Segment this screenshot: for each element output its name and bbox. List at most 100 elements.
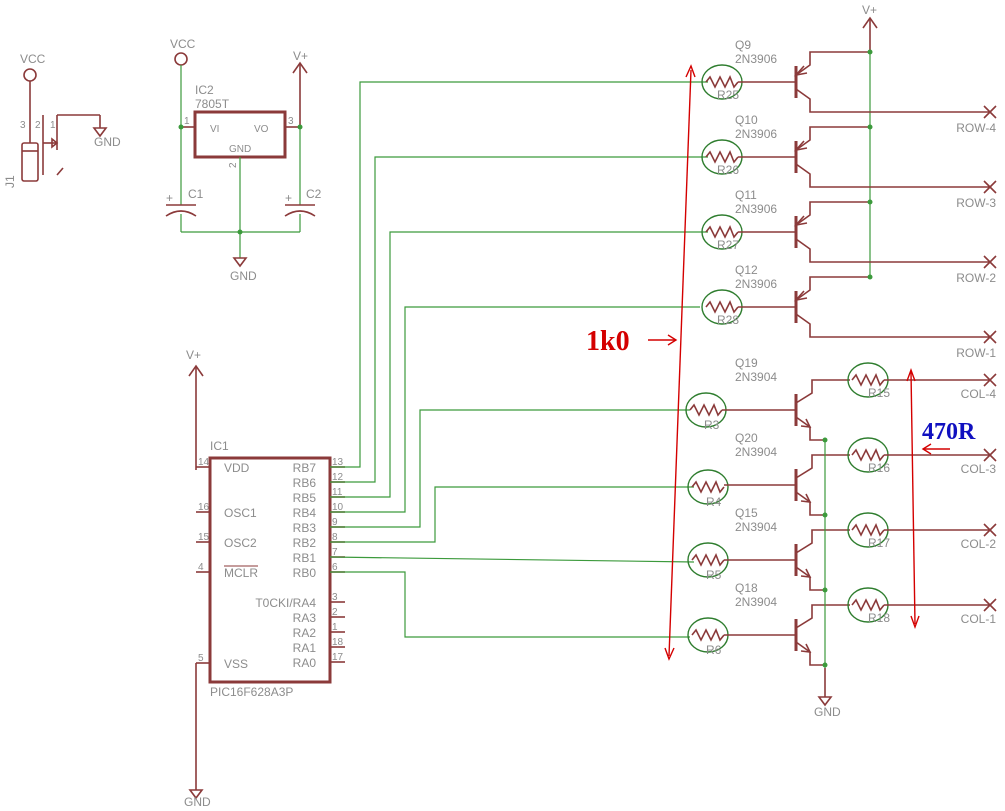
annotation-470r: 470R: [906, 367, 976, 630]
connector-j1: VCC 3 2 1 J1 GND: [3, 52, 121, 188]
terminal-x-icon: [983, 105, 997, 119]
transistor-type: 2N3904: [735, 595, 777, 609]
pin-name: MCLR: [224, 566, 258, 580]
ic2-vcc-label: VCC: [170, 37, 196, 51]
base-resistor-annotation: 1k0: [586, 326, 630, 357]
terminal-x-icon: [983, 373, 997, 387]
ic1-value: PIC16F628A3P: [210, 685, 293, 699]
resistor-icon: [705, 300, 739, 314]
row-output-label: ROW-1: [956, 346, 996, 360]
row-vplus-label: V+: [862, 3, 877, 17]
pnp-row-drivers: Q92N3906R25ROW-4Q102N3906R26ROW-3Q112N39…: [701, 38, 997, 360]
resistor-icon: [691, 480, 725, 494]
pin-name: RB4: [293, 506, 317, 520]
pin-name: RB1: [293, 551, 317, 565]
terminal-x-icon: [983, 330, 997, 344]
ic1-pin-t0cki-ra4: 3 T0CKI/RA4: [255, 592, 345, 610]
resistor-r15: R15: [847, 362, 890, 400]
ic2-pin-out: 3: [288, 116, 294, 127]
transistor-type: 2N3906: [735, 127, 777, 141]
transistor-name: Q9: [735, 38, 751, 52]
resistor-label: R18: [868, 611, 890, 625]
transistor-name: Q15: [735, 506, 758, 520]
j1-pin-1: 1: [50, 120, 56, 131]
resistor-highlight: [687, 469, 729, 505]
terminal-x-icon: [983, 598, 997, 612]
ic1-right-pins: 13RB712RB611RB510RB49RB38RB27RB16RB03T0C…: [255, 457, 345, 670]
pin-number: 14: [198, 457, 210, 468]
resistor-r5: R5: [687, 542, 729, 582]
row-output-label: ROW-2: [956, 271, 996, 285]
pin-name: RB7: [293, 461, 317, 475]
ic2-pin-gnd: 2: [228, 162, 239, 168]
transistor-type: 2N3906: [735, 277, 777, 291]
c2-polarity: +: [285, 191, 292, 205]
pin-number: 17: [332, 652, 344, 663]
resistor-label: R28: [717, 313, 739, 327]
transistor-name: Q18: [735, 581, 758, 595]
regulator-ic2: VCC V+ IC2 7805T VI VO GND 1 3 2 GND: [170, 37, 308, 283]
pin-number: 8: [332, 532, 338, 543]
pin-number: 3: [332, 592, 338, 603]
terminal-x-icon: [983, 255, 997, 269]
transistor-name: Q11: [735, 188, 757, 202]
ic2-gnd-net-label: GND: [230, 269, 257, 283]
pin-name: OSC1: [224, 506, 257, 520]
resistor-label: R26: [717, 163, 739, 177]
ic2-value: 7805T: [195, 97, 230, 111]
pin-number: 1: [332, 622, 338, 633]
ground-icon: [817, 696, 833, 707]
resistor-label: R27: [717, 238, 739, 252]
transistor-type: 2N3904: [735, 445, 777, 459]
ic1-pin-ra2: 1 RA2: [293, 622, 345, 640]
pin-name: T0CKI/RA4: [255, 596, 316, 610]
ic2-vo-label: VO: [254, 124, 269, 135]
transistor-type: 2N3906: [735, 52, 777, 66]
j1-name: J1: [3, 175, 17, 188]
resistor-icon: [851, 448, 885, 462]
pin-name: VSS: [224, 657, 248, 671]
pin-name: VDD: [224, 461, 250, 475]
ground-icon: [232, 257, 248, 268]
col-gnd-label: GND: [814, 705, 841, 719]
ic1-vplus-label: V+: [186, 348, 201, 362]
resistor-r4: R4: [687, 469, 729, 509]
ic1-pin-ra0: 17 RA0: [293, 652, 345, 670]
transistor-name: Q20: [735, 431, 758, 445]
pin-name: RA0: [293, 656, 317, 670]
transistor-type: 2N3904: [735, 370, 777, 384]
resistor-label: R5: [706, 568, 722, 582]
row-output-label: ROW-4: [956, 121, 996, 135]
j1-gnd-label: GND: [94, 135, 121, 149]
pin-number: 6: [332, 562, 338, 573]
pin-name: RA1: [293, 641, 317, 655]
transistor-name: Q19: [735, 356, 758, 370]
pin-name: RB5: [293, 491, 317, 505]
resistor-r18: R18: [847, 587, 890, 625]
resistor-label: R17: [868, 536, 890, 550]
vplus-arrow-icon: [188, 364, 204, 377]
resistor-icon: [689, 403, 723, 417]
ic1-body: [208, 456, 332, 684]
ic1-pin-vss: 5 VSS: [196, 653, 248, 671]
vcc-terminal-icon: [23, 68, 37, 82]
pin-name: RA3: [293, 611, 317, 625]
resistor-r17: R17: [847, 512, 890, 550]
pin-name: RA2: [293, 626, 317, 640]
resistor-icon: [705, 75, 739, 89]
col-output-label: COL-4: [961, 387, 997, 401]
resistor-label: R15: [868, 386, 890, 400]
pin-number: 5: [198, 653, 204, 664]
c2-name: C2: [306, 187, 322, 201]
col-ground: GND: [814, 440, 841, 719]
resistor-icon: [705, 225, 739, 239]
pin-number: 12: [332, 472, 344, 483]
